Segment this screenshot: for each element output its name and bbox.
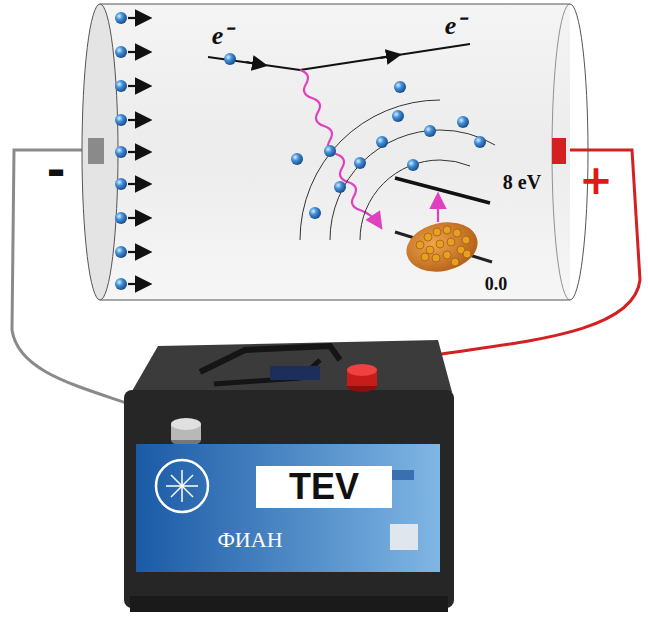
electron-beam	[115, 12, 148, 290]
nucleus	[395, 216, 492, 278]
polarity-sign: -	[46, 145, 65, 196]
cathode	[88, 138, 104, 164]
atom-shells	[300, 100, 495, 240]
brand-label: ФИАН	[217, 528, 282, 552]
brand-label: TEV	[289, 467, 359, 507]
bound-electrons	[291, 81, 486, 219]
energy-value: 0.0	[485, 275, 508, 295]
energy-value: 8 eV	[503, 171, 541, 193]
anode	[552, 138, 566, 164]
energy-level	[395, 178, 490, 203]
excitation-arrow	[437, 196, 439, 222]
polarity-sign: +	[579, 158, 613, 202]
battery	[124, 340, 454, 612]
electron-symbol: e⁻	[445, 12, 466, 41]
electron-symbol: e⁻	[212, 22, 233, 51]
photon	[300, 70, 380, 226]
discharge-tube	[82, 4, 588, 300]
electron-scattering	[208, 44, 470, 226]
